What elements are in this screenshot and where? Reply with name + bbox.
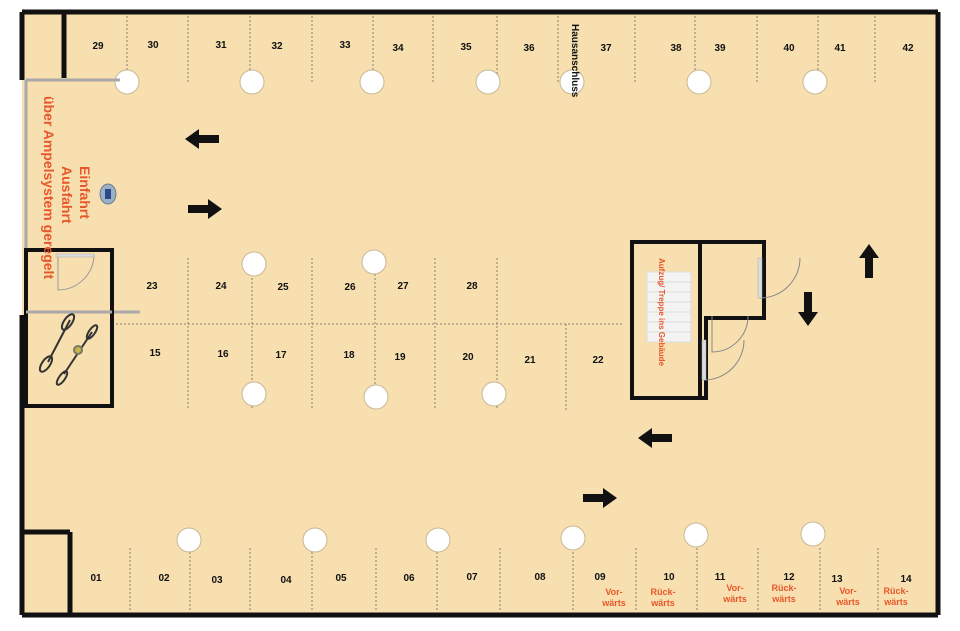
space-label-11: 11 <box>715 572 726 583</box>
direction-label-14: wärts <box>883 597 908 607</box>
space-label-03: 03 <box>211 575 223 586</box>
space-label-33: 33 <box>339 40 351 51</box>
direction-label-09: Vor- <box>605 587 622 597</box>
pillar-icon <box>302 527 328 553</box>
direction-label-10: Rück- <box>650 587 675 597</box>
direction-arrows <box>185 129 879 508</box>
floor-area <box>22 12 938 615</box>
house-connection-label: Hausanschluss <box>569 24 580 98</box>
space-labels: 29 30 31 32 33 34 35 36 37 38 39 40 41 42 23 24 25 26 27 28… <box>90 40 914 608</box>
arrow-left-icon <box>185 129 219 149</box>
space-label-32: 32 <box>271 41 283 52</box>
pillar-icon <box>176 527 202 553</box>
direction-label-13: Vor- <box>839 586 856 596</box>
entrance-label-line1: Einfahrt <box>77 166 93 219</box>
space-label-09: 09 <box>594 572 606 583</box>
pillar-icon <box>683 522 709 548</box>
bicycle-icon <box>38 313 99 386</box>
space-label-13: 13 <box>831 574 843 585</box>
space-label-35: 35 <box>460 42 472 53</box>
arrow-down-icon <box>798 292 818 326</box>
arrow-left-icon <box>638 428 672 448</box>
arrow-up-icon <box>859 244 879 278</box>
direction-label-12: wärts <box>771 594 796 604</box>
direction-label-14: Rück- <box>883 586 908 596</box>
space-label-12: 12 <box>783 572 795 583</box>
space-label-31: 31 <box>215 40 227 51</box>
space-label-28: 28 <box>466 281 478 292</box>
direction-label-11: wärts <box>722 594 747 604</box>
bike-room <box>24 248 114 408</box>
space-label-24: 24 <box>215 281 227 292</box>
space-label-07: 07 <box>466 572 478 583</box>
space-label-38: 38 <box>670 43 682 54</box>
space-label-30: 30 <box>147 40 159 51</box>
outer-walls <box>19 9 941 618</box>
pillar-icon <box>481 381 507 407</box>
space-label-42: 42 <box>902 43 914 54</box>
space-label-06: 06 <box>403 573 415 584</box>
space-label-26: 26 <box>344 282 356 293</box>
space-label-01: 01 <box>90 573 102 584</box>
direction-label-09: wärts <box>601 598 626 608</box>
entrance-label-line2: Ausfahrt <box>59 166 75 224</box>
space-label-29: 29 <box>92 41 104 52</box>
elevator-stairs-block: Aufzug/ Treppe ins Gebäude <box>630 240 801 400</box>
space-label-41: 41 <box>834 43 846 54</box>
space-label-19: 19 <box>394 352 406 363</box>
space-label-14: 14 <box>900 574 912 585</box>
space-label-27: 27 <box>397 281 409 292</box>
direction-label-12: Rück- <box>771 583 796 593</box>
space-label-15: 15 <box>149 348 161 359</box>
space-label-02: 02 <box>158 573 170 584</box>
pillar-icon <box>802 69 828 95</box>
pillar-icon <box>559 69 585 95</box>
pillar-icon <box>241 251 267 277</box>
pillar-icon <box>425 527 451 553</box>
traffic-light-icon <box>99 183 117 205</box>
arrow-right-icon <box>583 488 617 508</box>
pillar-icon <box>114 69 140 95</box>
space-label-37: 37 <box>600 43 612 54</box>
parking-dividers <box>112 16 879 612</box>
direction-label-10: wärts <box>650 598 675 608</box>
space-label-22: 22 <box>592 355 604 366</box>
entrance-label-line3: über Ampelsystem geregelt <box>41 96 57 279</box>
pillars <box>114 69 828 553</box>
pillar-icon <box>241 381 267 407</box>
space-label-20: 20 <box>462 352 474 363</box>
pillar-icon <box>363 384 389 410</box>
space-label-21: 21 <box>524 355 536 366</box>
space-label-39: 39 <box>714 43 726 54</box>
pillar-icon <box>800 521 826 547</box>
pillar-icon <box>361 249 387 275</box>
space-label-40: 40 <box>783 43 795 54</box>
arrow-right-icon <box>188 199 222 219</box>
direction-label-13: wärts <box>835 597 860 607</box>
elevator-label: Aufzug/ Treppe ins Gebäude <box>657 258 666 367</box>
staircase-icon <box>646 271 692 343</box>
pillar-icon <box>475 69 501 95</box>
entrance-label: Einfahrt Ausfahrt über Ampelsystem gereg… <box>41 96 93 279</box>
space-label-25: 25 <box>277 282 289 293</box>
space-label-36: 36 <box>523 43 535 54</box>
space-label-05: 05 <box>335 573 347 584</box>
space-label-17: 17 <box>275 350 287 361</box>
space-label-16: 16 <box>217 349 229 360</box>
space-label-18: 18 <box>343 350 355 361</box>
space-label-04: 04 <box>280 575 292 586</box>
direction-label-11: Vor- <box>726 583 743 593</box>
pillar-icon <box>239 69 265 95</box>
pillar-icon <box>359 69 385 95</box>
space-label-23: 23 <box>146 281 158 292</box>
space-label-08: 08 <box>534 572 546 583</box>
pillar-icon <box>560 525 586 551</box>
space-label-34: 34 <box>392 43 404 54</box>
pillar-icon <box>686 69 712 95</box>
space-label-10: 10 <box>663 572 675 583</box>
